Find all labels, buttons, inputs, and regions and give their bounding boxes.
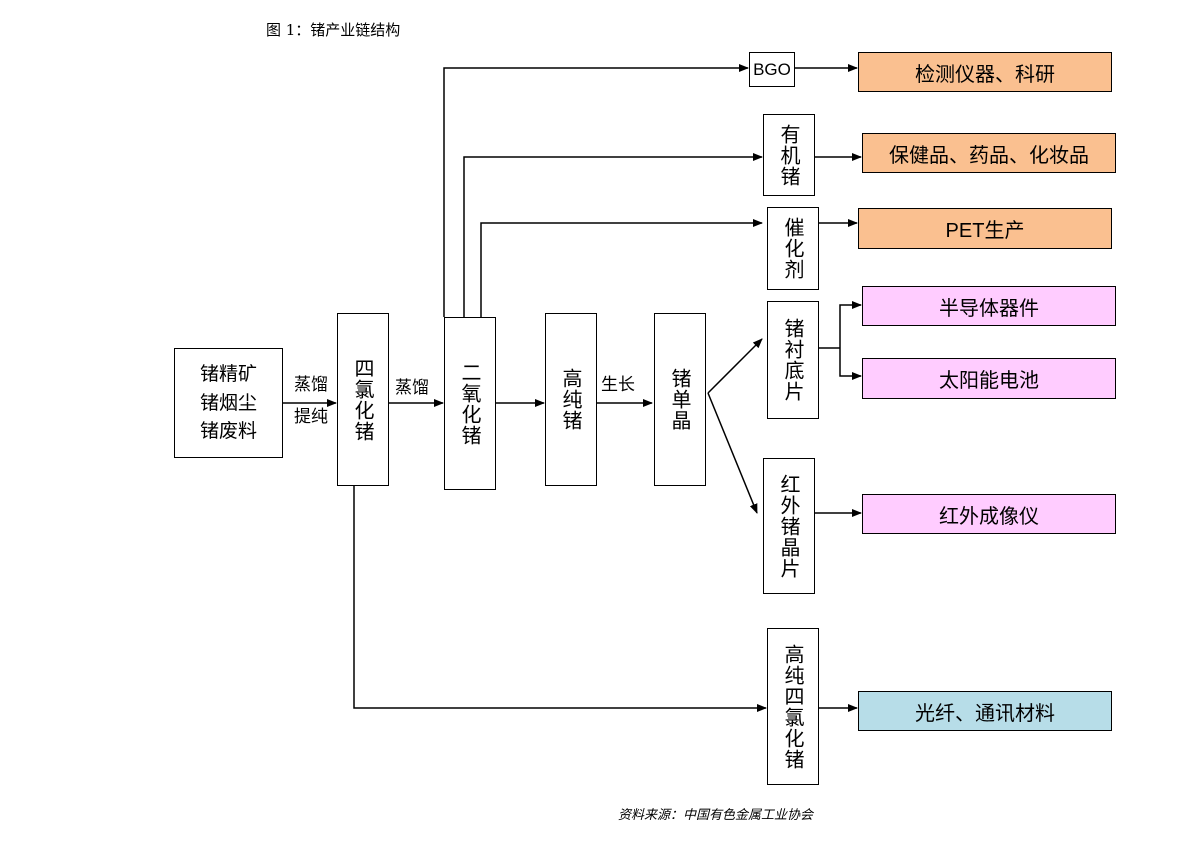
node-high-purity-ge: 高纯锗 bbox=[545, 313, 597, 486]
app-solar-label: 太阳能电池 bbox=[939, 368, 1039, 392]
app-instruments: 检测仪器、科研 bbox=[858, 52, 1112, 92]
node-ir-wafer-label: 红外锗晶片 bbox=[777, 473, 801, 579]
node-gecl4: 四氯化锗 bbox=[337, 313, 389, 486]
node-substrate-label: 锗衬底片 bbox=[781, 318, 805, 402]
arrow-gecl4-to-hpgecl4 bbox=[353, 486, 767, 712]
edge-label-purify: 提纯 bbox=[294, 407, 328, 427]
node-gecl4-label: 四氯化锗 bbox=[351, 357, 375, 442]
arrow-crystal-to-substrate bbox=[707, 338, 763, 394]
edge-label-distill-2: 蒸馏 bbox=[395, 378, 429, 398]
node-catalyst-label: 催化剂 bbox=[781, 217, 805, 280]
node-raw-materials: 锗精矿 锗烟尘 锗废料 bbox=[174, 348, 283, 458]
node-ir-wafer: 红外锗晶片 bbox=[763, 458, 815, 594]
app-fiber-label: 光纤、通讯材料 bbox=[915, 700, 1055, 725]
arrow-substrate-to-semiconductor bbox=[839, 301, 862, 348]
arrow-substrate-to-solar bbox=[839, 348, 862, 380]
app-pet: PET生产 bbox=[858, 208, 1112, 249]
node-bgo-label: BGO bbox=[753, 59, 791, 79]
app-semiconductor: 半导体器件 bbox=[862, 286, 1116, 326]
app-instruments-label: 检测仪器、科研 bbox=[915, 61, 1055, 86]
node-organic-ge-label: 有机锗 bbox=[777, 123, 801, 187]
source-note: 资料来源：中国有色金属工业协会 bbox=[618, 808, 814, 823]
node-geo2-label: 二氧化锗 bbox=[458, 361, 482, 446]
app-infrared-label: 红外成像仪 bbox=[939, 503, 1039, 528]
node-geo2: 二氧化锗 bbox=[444, 317, 496, 490]
node-organic-ge: 有机锗 bbox=[763, 114, 815, 196]
node-catalyst: 催化剂 bbox=[767, 207, 819, 290]
edge-label-distill-1: 蒸馏 bbox=[294, 375, 328, 395]
app-health-label: 保健品、药品、化妆品 bbox=[889, 142, 1089, 167]
node-high-purity-gecl4-label: 高纯四氯化锗 bbox=[781, 643, 805, 770]
arrow-crystal-to-irwafer bbox=[707, 392, 758, 514]
node-high-purity-gecl4: 高纯四氯化锗 bbox=[767, 628, 819, 785]
app-health: 保健品、药品、化妆品 bbox=[862, 133, 1116, 173]
app-pet-label: PET生产 bbox=[945, 220, 1025, 242]
node-raw-materials-label: 锗精矿 锗烟尘 锗废料 bbox=[199, 363, 257, 443]
arrow-geo2-to-bgo bbox=[443, 64, 749, 317]
arrow-geo2-to-catalyst bbox=[480, 219, 763, 317]
node-bgo: BGO bbox=[749, 52, 795, 87]
node-high-purity-ge-label: 高纯锗 bbox=[559, 368, 583, 431]
node-single-crystal-label: 锗单晶 bbox=[668, 368, 692, 431]
edge-label-growth: 生长 bbox=[601, 375, 635, 395]
arrow-geo2-to-organic bbox=[463, 153, 763, 317]
node-single-crystal: 锗单晶 bbox=[654, 313, 706, 486]
app-semiconductor-label: 半导体器件 bbox=[939, 295, 1039, 320]
app-solar: 太阳能电池 bbox=[862, 358, 1116, 399]
app-fiber: 光纤、通讯材料 bbox=[858, 691, 1112, 731]
figure-caption: 图 1：锗产业链结构 bbox=[266, 21, 401, 39]
node-substrate: 锗衬底片 bbox=[767, 301, 819, 419]
app-infrared: 红外成像仪 bbox=[862, 494, 1116, 534]
